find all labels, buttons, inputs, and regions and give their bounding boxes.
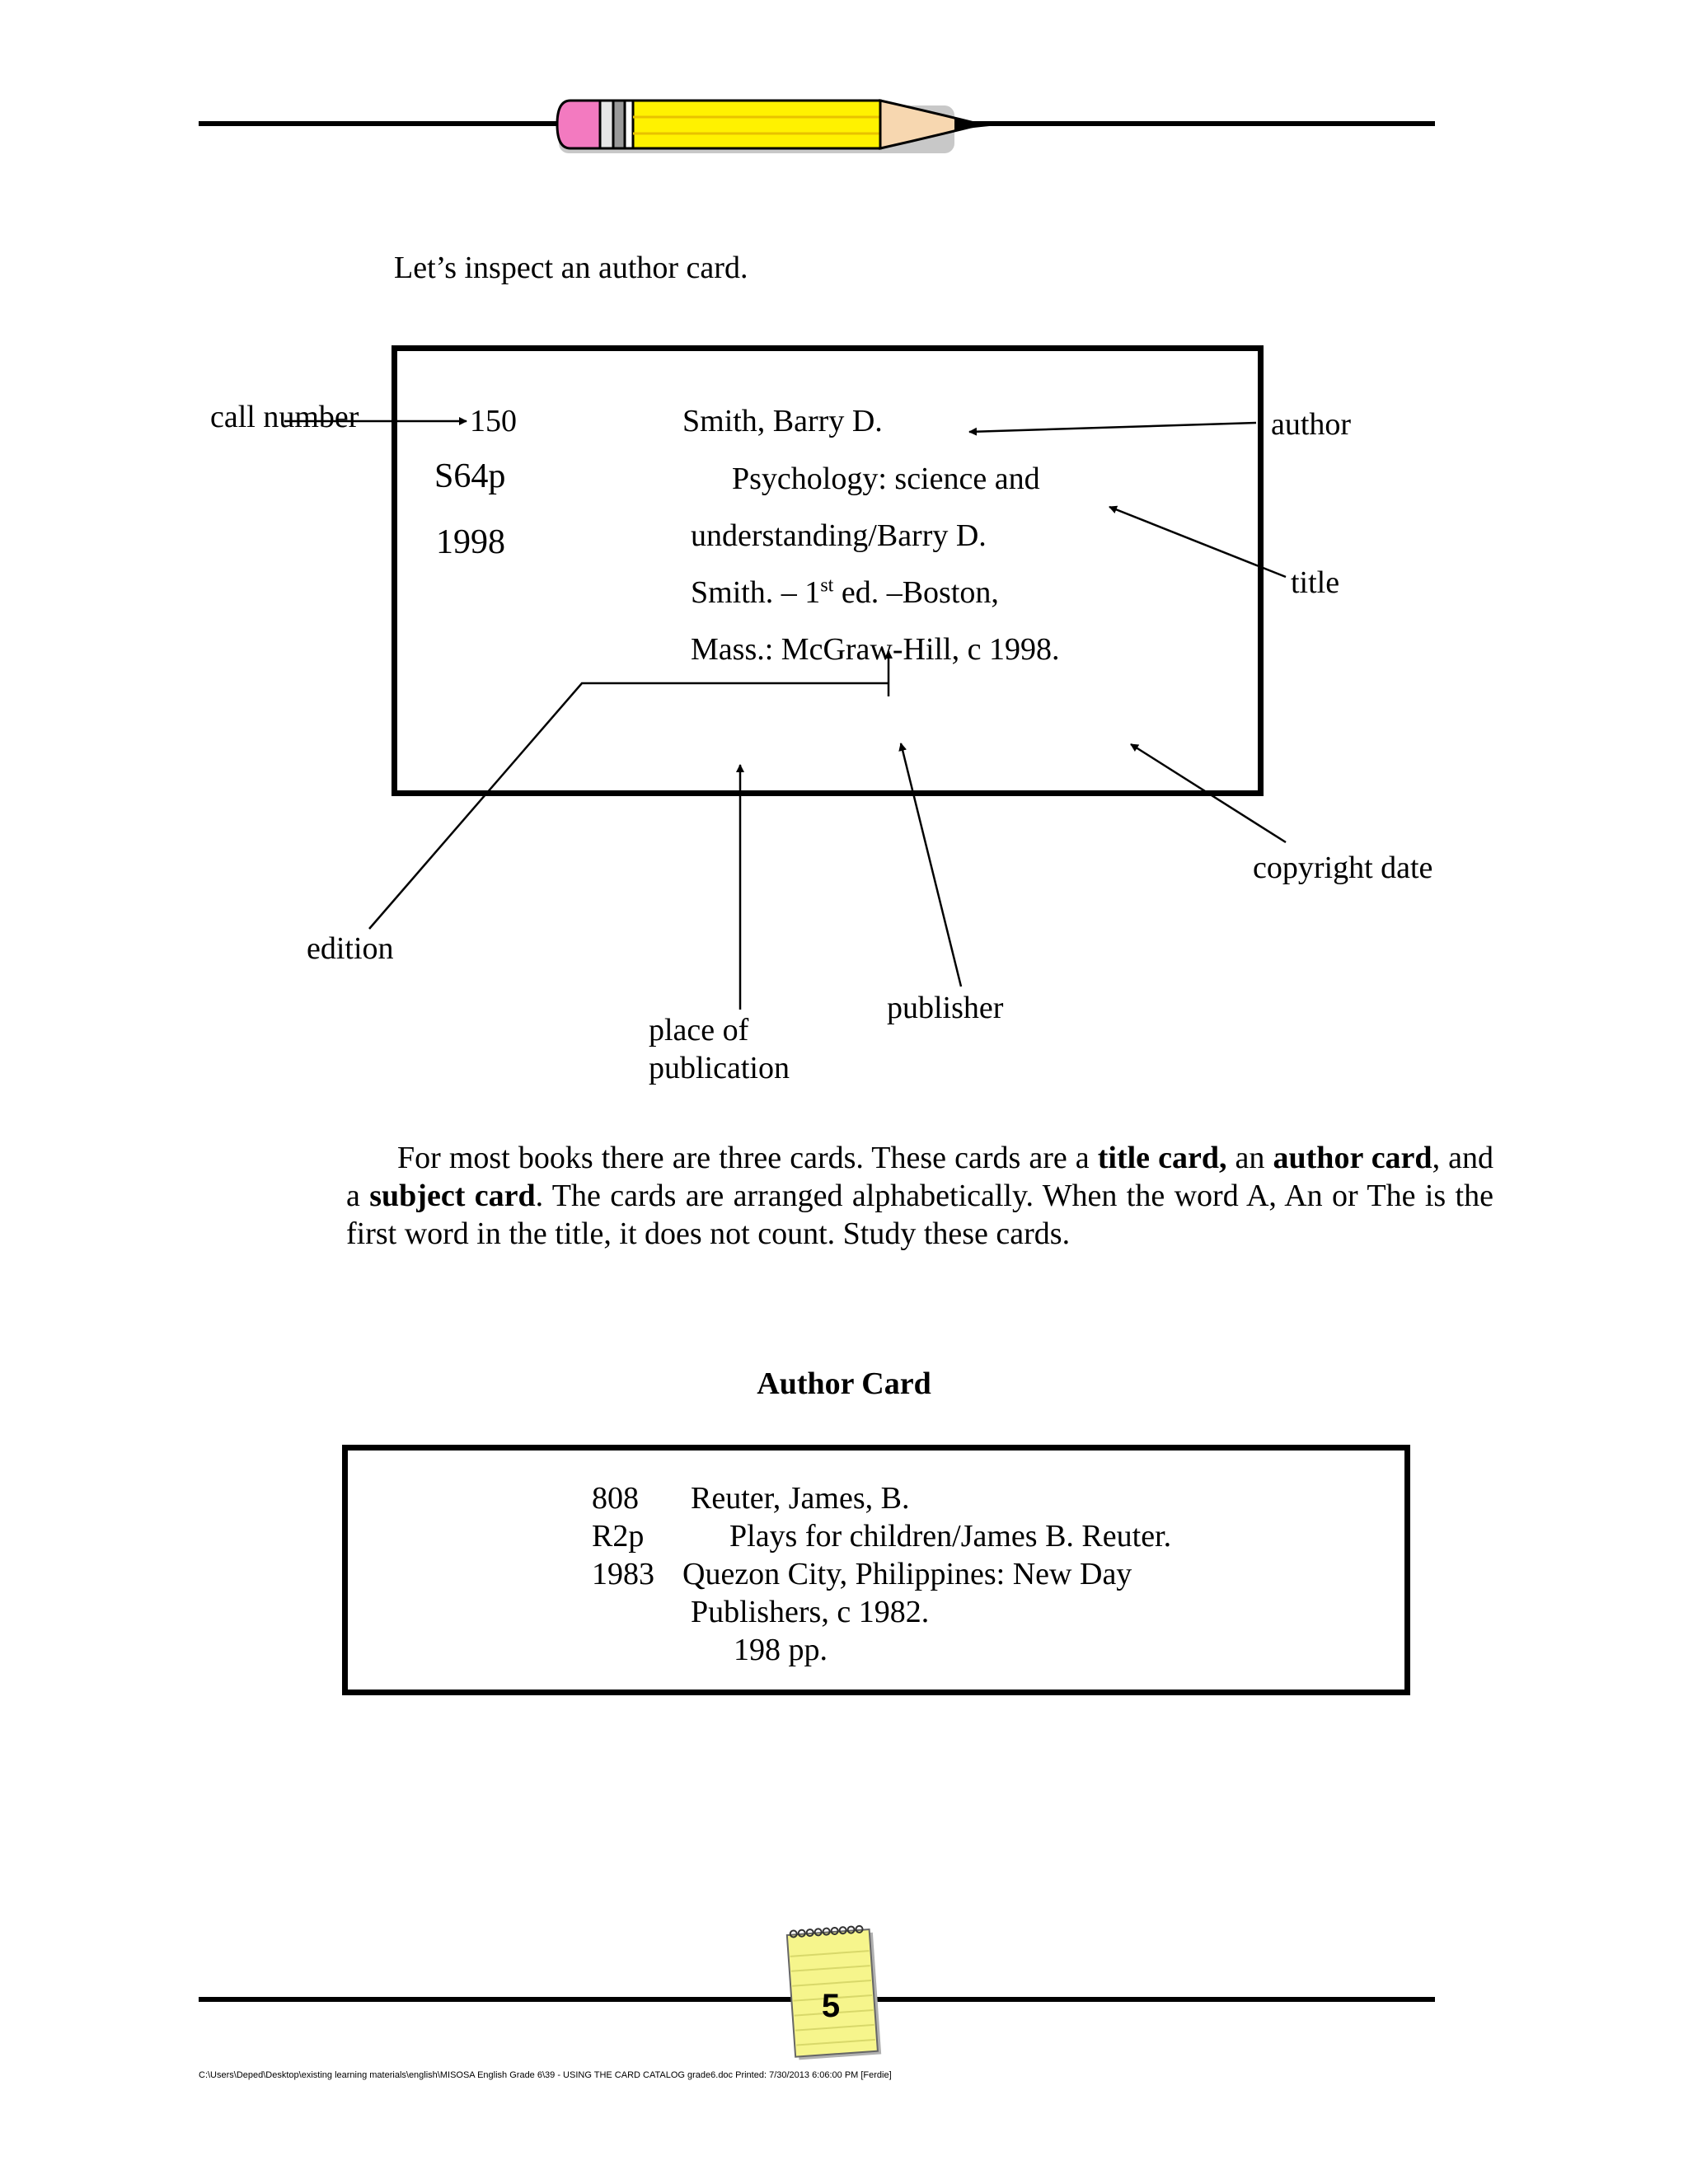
arrow-edition <box>368 682 889 930</box>
card-edition-sup: st <box>820 574 834 597</box>
notepad-icon <box>785 1924 882 2060</box>
author-card-text-2: Plays for children/James B. Reuter. <box>729 1519 1172 1554</box>
card-edition-line: Smith. – 1st ed. –Boston, <box>691 574 999 612</box>
pencil-icon <box>556 99 1006 153</box>
card-edition-post: ed. –Boston, <box>833 575 999 610</box>
body-paragraph: For most books there are three cards. Th… <box>346 1139 1493 1253</box>
arrow-title <box>1109 505 1287 579</box>
para-subject-card: subject card <box>369 1179 536 1213</box>
intro-text: Let’s inspect an author card. <box>394 251 748 285</box>
arrow-copyright-date <box>1130 743 1287 844</box>
footer-file-path: C:\Users\Deped\Desktop\existing learning… <box>199 2070 892 2080</box>
label-copyright-date: copyright date <box>1253 851 1433 885</box>
para-author-card: author card <box>1273 1141 1432 1175</box>
author-card-text-5: 198 pp. <box>734 1633 828 1667</box>
author-card-call-1: 808 <box>592 1481 639 1516</box>
card-edition-pre: Smith. – 1 <box>691 575 821 610</box>
author-card-text-4: Publishers, c 1982. <box>691 1595 930 1629</box>
author-card-text-1: Reuter, James, B. <box>691 1481 910 1516</box>
para-part4: . The cards are arranged alphabetically.… <box>346 1179 1493 1251</box>
label-publisher: publisher <box>887 991 1004 1025</box>
card-title-line1: Psychology: science and <box>732 462 1040 496</box>
para-part1: For most books there are three cards. Th… <box>397 1141 1098 1175</box>
card-publisher-line: Mass.: McGraw-Hill, c 1998. <box>691 632 1060 667</box>
author-card-heading: Author Card <box>757 1366 931 1401</box>
arrow-author <box>968 421 1257 436</box>
label-call-number: call number <box>210 400 359 434</box>
card-call-number: 150 <box>470 404 517 438</box>
label-author: author <box>1271 407 1352 442</box>
card-call-year: 1998 <box>436 523 505 561</box>
label-title: title <box>1291 565 1340 600</box>
sample-author-card <box>392 345 1264 796</box>
label-place-line2: publication <box>649 1051 790 1085</box>
diagram-arrows <box>284 417 1287 1010</box>
card-call-letters: S64p <box>434 457 506 495</box>
card-title-line2: understanding/Barry D. <box>691 518 987 553</box>
para-title-card: title card, <box>1097 1141 1227 1175</box>
author-card-call-2: R2p <box>592 1519 645 1554</box>
label-edition: edition <box>307 931 394 966</box>
para-part3: , and a <box>346 1141 1494 1213</box>
author-card <box>342 1445 1410 1695</box>
arrow-publisher <box>898 743 963 987</box>
card-author-line: Smith, Barry D. <box>682 404 883 438</box>
page-number: 5 <box>821 1988 841 2024</box>
author-card-call-3: 1983 <box>592 1557 654 1591</box>
author-card-text-3: Quezon City, Philippines: New Day <box>682 1557 1132 1591</box>
label-place-line1: place of <box>649 1013 749 1047</box>
para-part2: an <box>1226 1141 1273 1175</box>
